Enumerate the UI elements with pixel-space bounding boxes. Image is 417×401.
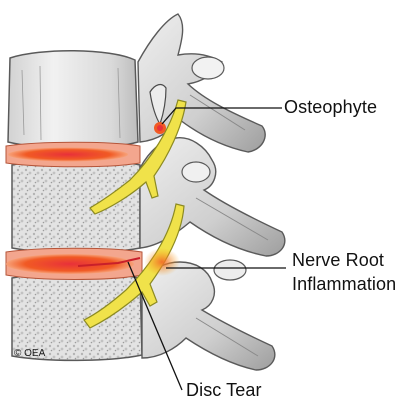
lower-intervertebral-disc	[6, 248, 142, 279]
middle-vertebral-body	[12, 160, 140, 253]
upper-vertebral-body	[8, 51, 138, 148]
posterior-elements	[138, 14, 285, 370]
disc-tear-label: Disc Tear	[186, 380, 262, 401]
inflammation-highlight	[144, 248, 180, 276]
osteophyte-label: Osteophyte	[284, 97, 377, 118]
copyright-credit: © OEA	[14, 348, 45, 359]
nerve-root-label-line2: Inflammation	[292, 274, 396, 295]
nerve-root-label-line1: Nerve Root	[292, 250, 384, 271]
upper-intervertebral-disc	[6, 142, 140, 167]
